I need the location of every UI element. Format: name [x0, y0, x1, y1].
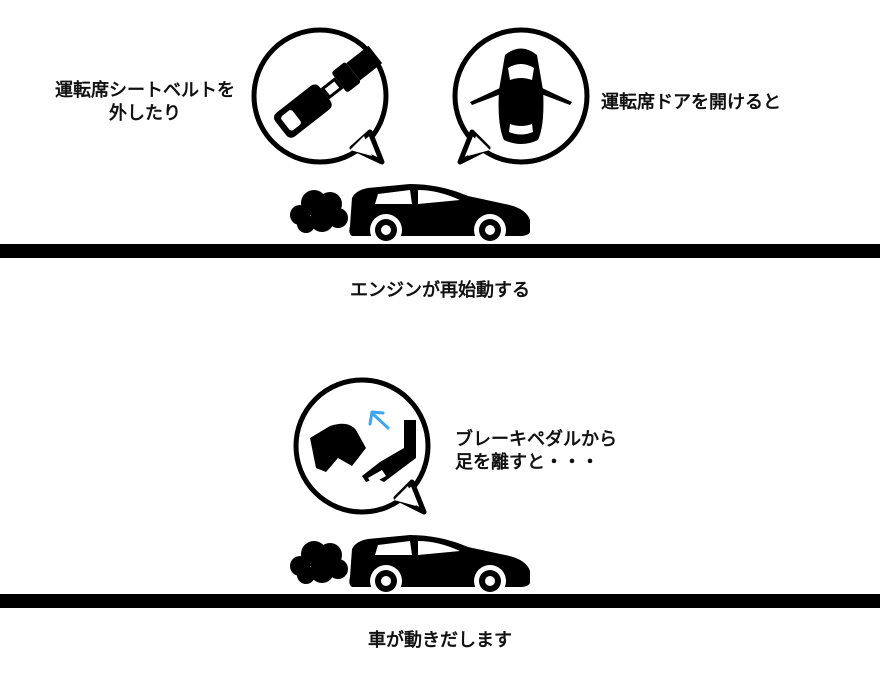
brake-label: ブレーキペダルから 足を離すと・・・ — [455, 428, 655, 474]
brake-label-line1: ブレーキペダルから — [455, 429, 617, 450]
exhaust-smoke-icon — [290, 541, 348, 584]
exhaust-smoke-icon — [290, 190, 348, 233]
car-door-open-icon — [470, 48, 572, 144]
brake-label-line2: 足を離すと・・・ — [455, 452, 599, 473]
foot-release-pedal-icon — [310, 410, 416, 484]
seatbelt-label: 運転席シートベルトを 外したり — [44, 79, 246, 125]
seatbelt-label-line1: 運転席シートベルトを — [55, 80, 235, 101]
road-line — [0, 244, 880, 258]
section2-caption: 車が動きだします — [368, 630, 512, 651]
seatbelt-icon — [273, 45, 383, 138]
car-icon — [349, 184, 530, 246]
section1-caption: エンジンが再始動する — [350, 280, 530, 301]
seatbelt-label-line2: 外したり — [109, 103, 181, 124]
car-icon — [349, 535, 530, 597]
road-line — [0, 594, 880, 608]
door-label: 運転席ドアを開けると — [601, 92, 781, 113]
